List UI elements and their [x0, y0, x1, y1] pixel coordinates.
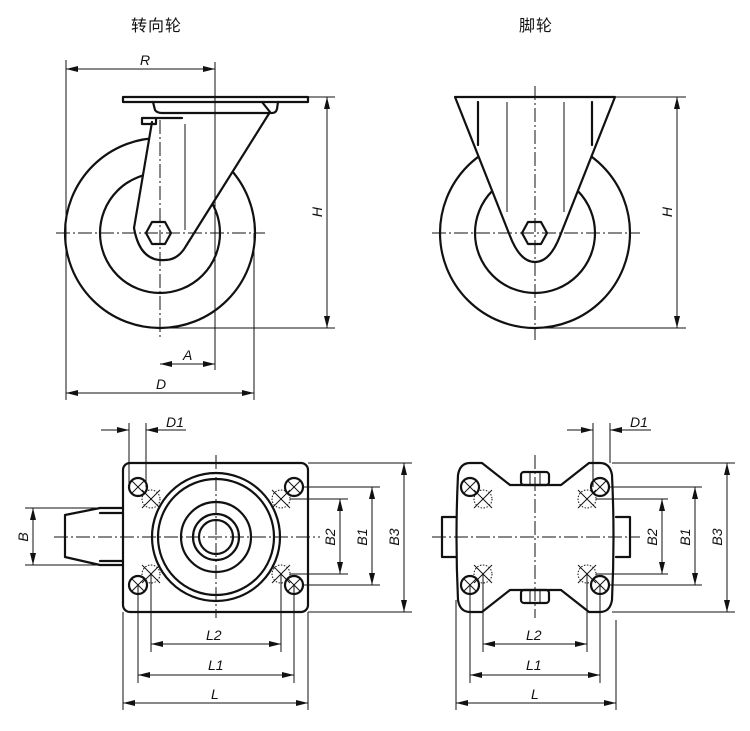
dim-L2-label: L2	[206, 627, 222, 643]
dim-L-label-fixed: L	[531, 686, 539, 702]
swivel-caster-title: 转向轮	[131, 16, 183, 35]
swivel-top-view: D1 B B2 B1 B3 L2 L1 L	[15, 414, 412, 710]
swivel-fork	[132, 100, 272, 262]
dim-B1-label-fixed: B1	[677, 528, 693, 545]
dim-L-label: L	[211, 686, 219, 702]
fixed-top-view: D1 B2 B1 B3 L2 L1 L	[432, 414, 735, 710]
dim-H-label-fixed: H	[659, 206, 675, 217]
dim-L2-label-fixed: L2	[526, 627, 542, 643]
dim-D1-label-fixed: D1	[630, 414, 648, 430]
swivel-brake	[140, 116, 158, 126]
dim-B-label: B	[15, 532, 31, 541]
swivel-stem	[63, 506, 125, 567]
dim-L1-label-fixed: L1	[526, 657, 542, 673]
swivel-side-view: R H A D	[56, 52, 335, 400]
dim-B3-label: B3	[386, 528, 402, 545]
dim-H-label: H	[309, 206, 325, 217]
swivel-bearing	[151, 100, 280, 115]
dim-B2-label: B2	[322, 528, 338, 545]
dim-B1-label: B1	[354, 528, 370, 545]
dim-A-label: A	[182, 347, 192, 363]
dim-B3-label-fixed: B3	[709, 528, 725, 545]
dim-D-label: D	[156, 376, 166, 392]
dim-B2-label-fixed: B2	[644, 528, 660, 545]
dim-R-label: R	[140, 52, 150, 68]
fixed-side-view: H	[432, 86, 686, 340]
dim-D1-label: D1	[166, 414, 184, 430]
dim-L1-label: L1	[208, 657, 224, 673]
fixed-caster-title: 脚轮	[519, 16, 554, 35]
